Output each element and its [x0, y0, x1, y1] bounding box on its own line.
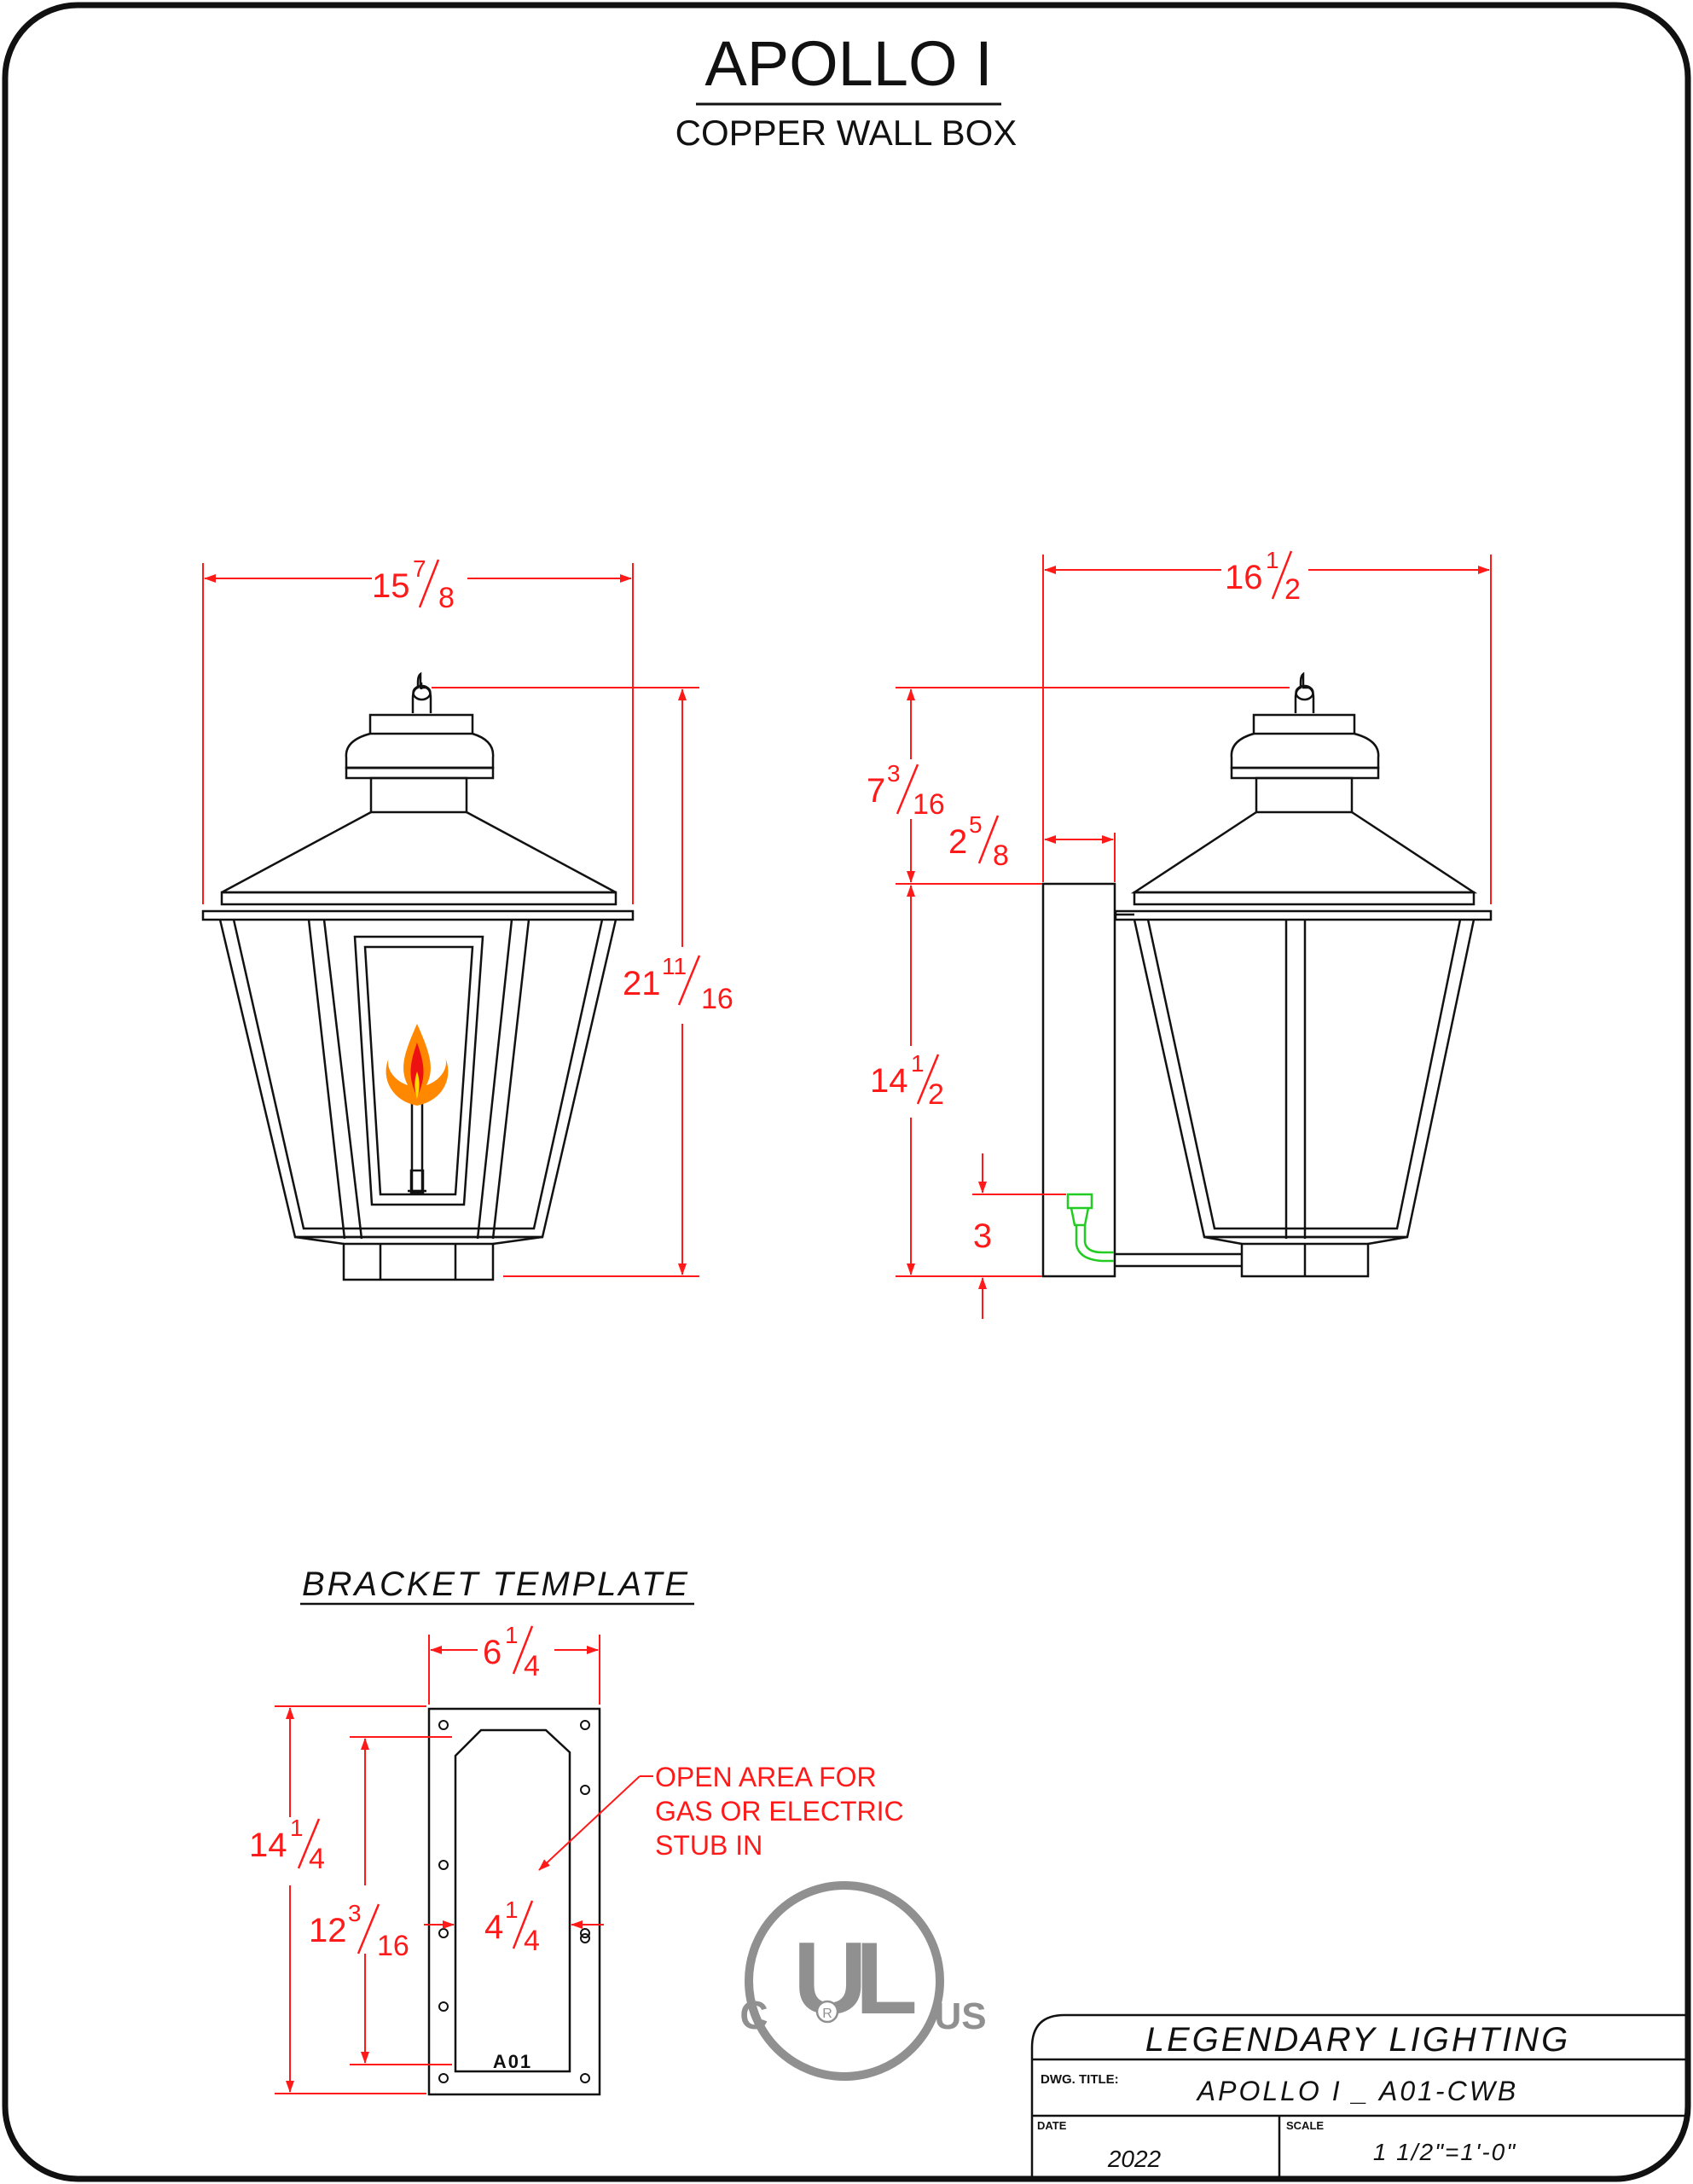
title-block: [1030, 2013, 1688, 2179]
side-stub-height: 3: [973, 1217, 992, 1255]
ul-logo-letters: UL: [793, 1921, 915, 2036]
front-height-num: 11: [662, 953, 687, 979]
page-subtitle: COPPER WALL BOX: [675, 113, 1018, 153]
ul-logo-letter-c: C: [739, 1993, 768, 2037]
company-name: LEGENDARY LIGHTING: [1145, 2021, 1571, 2059]
bracket-width-num: 1: [505, 1622, 519, 1648]
ul-registered-mark: R: [822, 2007, 832, 2021]
side-depth-num: 1: [1266, 547, 1279, 573]
scale-label: SCALE: [1286, 2119, 1324, 2132]
dwg-title-label: DWG. TITLE:: [1041, 2072, 1119, 2087]
bracket-note-line-2: GAS OR ELECTRIC: [655, 1796, 904, 1827]
bracket-stamp: A01: [493, 2051, 532, 2072]
side-top-height-num: 3: [887, 760, 901, 787]
bracket-open-width-num: 1: [505, 1896, 519, 1923]
bracket-open-height-num: 3: [348, 1900, 362, 1926]
bracket-heading: BRACKET TEMPLATE: [302, 1565, 689, 1603]
side-depth-whole: 16: [1225, 559, 1263, 596]
bracket-note-line-3: STUB IN: [655, 1830, 762, 1861]
front-width-whole: 15: [372, 567, 410, 605]
side-offset-dimension: 2 5 8: [948, 811, 1116, 882]
page-title: APOLLO I: [704, 28, 992, 99]
date-label: DATE: [1037, 2119, 1067, 2132]
gas-stub-icon: [1066, 1193, 1114, 1263]
front-width-den: 8: [438, 582, 455, 614]
side-top-height-dimension: 7 3 16: [867, 687, 1290, 885]
bracket-height-dimension: 14 1 4: [249, 1705, 426, 2094]
side-view-lantern: [1041, 671, 1493, 1278]
front-height-dimension: 21 11 16: [432, 687, 733, 1277]
side-offset-whole: 2: [948, 823, 967, 861]
bracket-width-whole: 6: [483, 1634, 502, 1671]
side-box-height-dimension: 14 1 2: [870, 885, 1042, 1277]
bracket-height-whole: 14: [249, 1827, 287, 1864]
front-height-den: 16: [701, 983, 733, 1015]
bracket-width-den: 4: [524, 1650, 540, 1682]
flame-icon: [386, 1024, 449, 1106]
side-depth-den: 2: [1284, 573, 1301, 606]
dwg-title-value: APOLLO I _ A01-CWB: [1196, 2076, 1518, 2106]
ul-certification-logo: C UL R US: [739, 1881, 987, 2081]
side-offset-num: 5: [969, 811, 983, 838]
bracket-open-height-dimension: 12 3 16: [309, 1736, 452, 2065]
bracket-height-num: 1: [290, 1815, 304, 1841]
bracket-open-width-dimension: 4 1 4: [424, 1896, 604, 1957]
bracket-plate: [427, 1707, 601, 2096]
side-box-height-num: 1: [911, 1050, 925, 1077]
bracket-height-den: 4: [309, 1843, 325, 1875]
front-width-dimension: 15 7 8: [202, 555, 634, 904]
front-width-num: 7: [413, 555, 426, 582]
side-box-height-den: 2: [928, 1078, 944, 1111]
side-stub-height-dimension: 3: [972, 1153, 1066, 1319]
date-value: 2022: [1107, 2146, 1162, 2172]
side-top-height-whole: 7: [867, 772, 885, 810]
ul-logo-letters-us: US: [934, 1995, 986, 2037]
front-view-lantern: [201, 671, 635, 1281]
bracket-open-height-whole: 12: [309, 1912, 347, 1949]
bracket-holes: [438, 1720, 590, 2083]
front-height-whole: 21: [623, 965, 661, 1002]
bracket-width-dimension: 6 1 4: [428, 1622, 600, 1705]
side-offset-den: 8: [993, 839, 1009, 872]
bracket-open-height-den: 16: [377, 1930, 409, 1962]
side-top-height-den: 16: [913, 788, 945, 821]
bracket-open-width-den: 4: [524, 1925, 540, 1957]
bracket-open-width-whole: 4: [484, 1908, 503, 1946]
bracket-note-line-1: OPEN AREA FOR: [655, 1762, 877, 1792]
side-box-height-whole: 14: [870, 1062, 908, 1100]
bracket-note: OPEN AREA FOR GAS OR ELECTRIC STUB IN: [538, 1762, 904, 1871]
side-depth-dimension: 16 1 2: [1042, 547, 1492, 904]
scale-value: 1 1/2"=1'-0": [1373, 2139, 1516, 2165]
